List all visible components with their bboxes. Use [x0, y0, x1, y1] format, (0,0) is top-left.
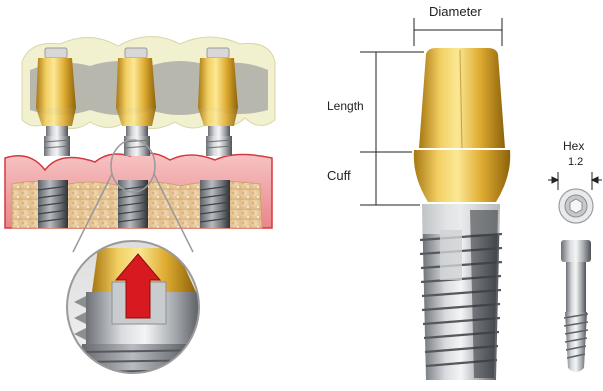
diameter-label: Diameter — [429, 4, 482, 19]
hex-socket-icon — [559, 189, 593, 223]
left-illustration — [5, 36, 275, 385]
abutment-1 — [36, 48, 76, 156]
hex-value-label: 1.2 — [568, 156, 583, 168]
screw — [561, 240, 591, 372]
abutment-3 — [198, 48, 238, 156]
implant-3 — [200, 180, 230, 228]
implant-2 — [118, 180, 148, 228]
length-label: Length — [327, 99, 364, 113]
implant-1 — [38, 180, 68, 228]
hex-screw — [548, 172, 602, 372]
main-abutment — [414, 48, 510, 380]
hex-dimension — [548, 172, 602, 190]
abutment-gold-cuff — [414, 150, 510, 202]
hex-label: Hex — [563, 139, 584, 153]
cuff-label: Cuff — [327, 168, 351, 183]
